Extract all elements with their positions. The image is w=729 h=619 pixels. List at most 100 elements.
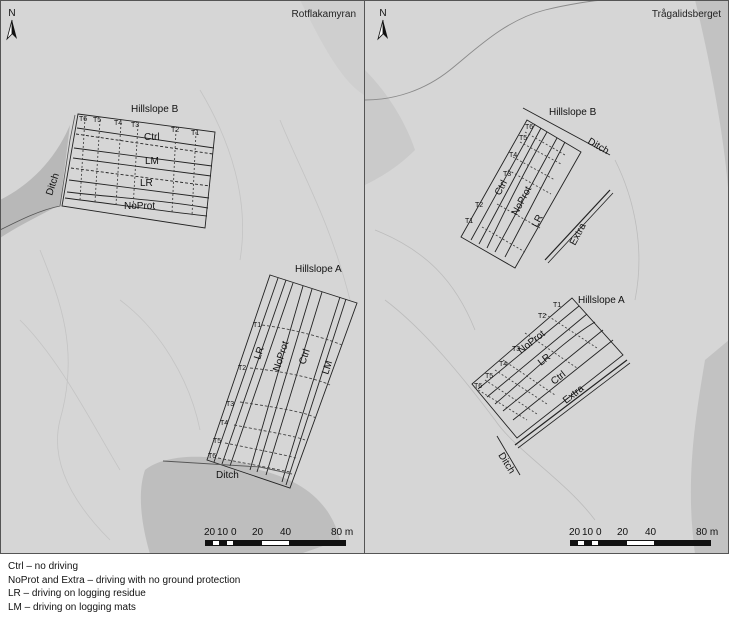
hillslope-b-label: Hillslope B [131,104,179,115]
scale-bar: 20 10 0 20 40 80 m [204,527,357,549]
scale-bar-graphic [205,540,346,546]
scale-label: 0 [596,527,602,538]
map-canvas-left: Hillslope B Ctrl LM LR NoProt T6 T5 T4 T… [0,0,364,554]
plot-boundary [61,113,216,229]
scale-label: 40 [645,527,657,538]
scale-label: 20 [617,527,629,538]
north-arrow-icon [6,19,17,41]
transect-label: T3 [131,122,139,129]
scale-label: 10 [217,527,229,538]
transect-label: T1 [465,218,473,225]
extra-line [514,359,628,446]
extra-line [517,362,631,449]
scale-label: 20 [569,527,581,538]
scale-label: 80 m [331,527,354,538]
transect-label: T4 [220,420,228,427]
ditch-label: Ditch [216,470,239,481]
transect-label: T6 [208,453,216,460]
transect-label: T4 [509,152,517,159]
treatment-label: Ctrl [297,348,312,366]
map-canvas-right: Hillslope B Ditch Ctrl NoProt LR Extra T… [365,0,729,554]
ditch-line [496,435,521,476]
treatment-label: LR [530,213,546,229]
panel-divider [364,0,365,554]
legend-item: LR – driving on logging residue [8,588,146,599]
scale-bar-graphic [570,540,711,546]
hillslope-a-plot [206,274,358,489]
treatment-label: NoProt [510,185,534,218]
terrain-shade [300,0,364,95]
hillslope-a-label: Hillslope A [578,295,625,306]
transect-label: T5 [93,117,101,124]
treatment-label: LR [140,178,153,189]
hillslope-b-plot [460,119,582,269]
site-name: Trågalidsberget [651,9,721,20]
terrain-shade [140,456,340,554]
transect-label: T2 [538,313,546,320]
hillslope-a-label: Hillslope A [295,264,342,275]
hillslope-b-label: Hillslope B [549,107,597,118]
scale-label: 0 [231,527,237,538]
map-panel-tragalidsberget: Hillslope B Ditch Ctrl NoProt LR Extra T… [365,0,729,554]
transect-label: T3 [226,401,234,408]
legend-item: Ctrl – no driving [8,561,79,572]
extra-line [544,189,611,261]
transect-label: T3 [512,346,520,353]
treatment-label: LM [145,156,159,167]
terrain-shade [0,125,70,238]
plot-boundary [460,119,582,269]
ditch-label: Ditch [495,451,516,476]
transect-label: T6 [525,124,533,131]
legend-item: NoProt and Extra – driving with no groun… [8,574,241,586]
transect-label: T6 [474,383,482,390]
north-arrow: N [376,8,390,46]
contour-lines [19,89,351,541]
ditch-label: Ditch [586,136,611,157]
scale-label: 80 m [696,527,719,538]
north-arrow-icon [377,19,388,41]
plot-boundary [206,274,358,489]
terrain-shade [690,340,729,554]
north-letter: N [379,8,387,19]
extra-line [547,192,614,264]
treatment-label: NoProt [124,201,155,212]
transect-label: T1 [253,322,261,329]
treatment-label: Ctrl [493,179,510,198]
contour-lines [374,159,640,521]
road-line [365,0,606,101]
treatment-label: LM [320,359,335,376]
hillslope-a-plot [471,297,624,439]
transect-label: T1 [191,130,199,137]
plot-boundary [471,297,624,439]
transect-label: T4 [499,361,507,368]
terrain-shade [365,70,415,185]
transect-label: T3 [503,171,511,178]
transect-label: T1 [553,302,561,309]
ditch-line [0,114,76,231]
treatment-label: Extra [568,221,589,247]
terrain-shade [695,0,729,200]
treatment-label: LR [252,345,266,361]
north-arrow: N [5,8,19,46]
transect-label: T4 [114,120,122,127]
hillslope-b-plot [61,113,216,229]
map-panel-rotflakamyran: Hillslope B Ctrl LM LR NoProt T6 T5 T4 T… [0,0,364,554]
scale-label: 20 [252,527,264,538]
transect-label: T5 [485,373,493,380]
transect-label: T2 [171,127,179,134]
treatment-label: Ctrl [144,132,160,143]
ditch-line [522,107,611,156]
north-letter: N [8,8,16,19]
legend-item: LM – driving on logging mats [8,601,136,613]
scale-label: 10 [582,527,594,538]
transect-label: T2 [475,202,483,209]
scale-label: 40 [280,527,292,538]
transect-label: T5 [213,438,221,445]
transect-label: T5 [519,135,527,142]
ditch-line [162,460,293,475]
transect-label: T6 [79,116,87,123]
scale-bar: 20 10 0 20 40 80 m [569,527,722,549]
site-name: Rotflakamyran [291,9,356,20]
transect-label: T2 [238,365,246,372]
